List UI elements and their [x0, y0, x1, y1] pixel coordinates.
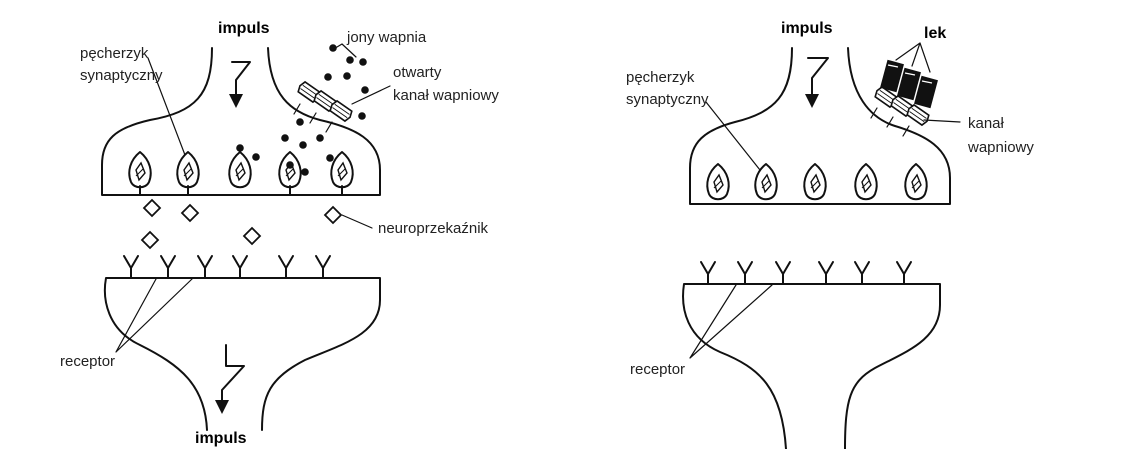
- drug-label: lek: [924, 25, 946, 42]
- neurotransmitter-label: neuroprzekaźnik: [378, 220, 489, 237]
- open-channel-label-line1: otwarty: [393, 64, 442, 81]
- impulse-arrow-bottom: [215, 344, 245, 414]
- channel-label-right-line2: wapniowy: [967, 139, 1034, 156]
- impulse-arrow-top-right: [805, 57, 829, 108]
- calcium-ions: [236, 44, 369, 176]
- impulse-label-top: impuls: [218, 20, 270, 37]
- right-panel: impuls pęcherzyk synaptyczny lek kanał w…: [626, 20, 1034, 449]
- receptor-label-right: receptor: [630, 361, 685, 378]
- channel-label-right-line1: kanał: [968, 115, 1005, 132]
- presynaptic-membrane: [101, 47, 381, 196]
- blocked-calcium-channel: [870, 84, 932, 137]
- impulse-label-top-right: impuls: [781, 20, 833, 37]
- left-panel: impuls pęcherzyk synaptyczny jony wapnia…: [60, 20, 499, 447]
- presynaptic-membrane-right: [689, 47, 951, 205]
- receptors: [123, 255, 331, 279]
- synaptic-vesicles-right: [706, 163, 928, 201]
- synaptic-vesicles: [128, 151, 354, 189]
- postsynaptic-membrane: [103, 277, 381, 431]
- receptors-right: [700, 261, 912, 285]
- impulse-label-bottom: impuls: [195, 430, 247, 447]
- open-channel-label-line2: kanał wapniowy: [393, 87, 499, 104]
- neurotransmitters: [141, 199, 342, 249]
- vesicle-label-right-line2: synaptyczny: [626, 91, 709, 108]
- receptor-label: receptor: [60, 353, 115, 370]
- vesicle-label-line2: synaptyczny: [80, 67, 163, 84]
- vesicle-label-right-line1: pęcherzyk: [626, 69, 695, 86]
- open-calcium-channel: [293, 79, 355, 133]
- vesicle-label-line1: pęcherzyk: [80, 45, 149, 62]
- postsynaptic-membrane-right: [682, 283, 941, 449]
- calcium-ions-label: jony wapnia: [346, 29, 427, 46]
- impulse-arrow-top: [229, 61, 251, 108]
- drug-molecules: [880, 59, 938, 109]
